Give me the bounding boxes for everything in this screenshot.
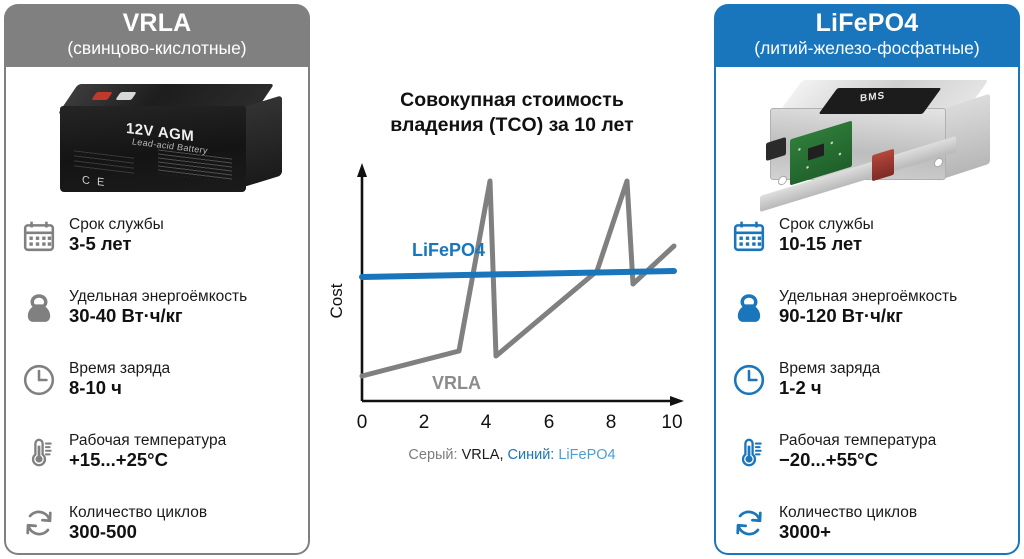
thermometer-icon xyxy=(730,432,768,470)
spec-value: 1-2 ч xyxy=(779,377,822,399)
spec-row-cycle-count: Количество циклов 300-500 xyxy=(20,504,298,543)
spec-value: 3000+ xyxy=(779,521,831,543)
spec-value: 3-5 лет xyxy=(69,233,132,255)
lifepo4-subtitle: (литий-железо-фосфатные) xyxy=(754,38,980,58)
x-tick-0: 0 xyxy=(357,412,368,433)
spec-label: Время заряда xyxy=(779,360,881,377)
lifepo4-spec-list: Срок службы 10-15 лет Удельная энергоёмк… xyxy=(724,206,1010,549)
spec-value: 300-500 xyxy=(69,521,137,543)
kettlebell-icon xyxy=(730,289,768,327)
clock-icon xyxy=(20,361,58,399)
x-tick-6: 6 xyxy=(544,412,555,433)
chart-legend-caption: Серый: VRLA, Синий: LiFePO4 xyxy=(408,447,615,463)
clock-icon xyxy=(730,361,768,399)
spec-row-cycle-count: Количество циклов 3000+ xyxy=(730,504,1008,543)
spec-label: Срок службы xyxy=(69,216,164,234)
spec-label: Срок службы xyxy=(779,216,874,234)
spec-row-operating-temperature: Рабочая температура +15...+25°C xyxy=(20,432,298,471)
spec-row-service-life: Срок службы 3-5 лет xyxy=(20,216,298,255)
lifepo4-panel-body: BMS xyxy=(716,67,1018,553)
spec-row-operating-temperature: Рабочая температура −20...+55°C xyxy=(730,432,1008,471)
spec-label: Количество циклов xyxy=(69,503,208,521)
spec-label: Удельная энергоёмкость xyxy=(69,288,248,306)
spec-value: 90-120 Вт·ч/кг xyxy=(779,305,903,327)
lifepo4-panel: LiFePO4 (литий-железо-фосфатные) BMS xyxy=(714,4,1020,555)
legend-blue-name: LiFePO4 xyxy=(554,447,616,464)
y-axis-arrow xyxy=(357,163,367,178)
chart-title: Совокупная стоимость владения (TCO) за 1… xyxy=(390,88,633,137)
vrla-panel: VRLA (свинцово-кислотные) 12V AGM Lead-a… xyxy=(4,4,310,555)
thermometer-icon xyxy=(20,432,58,470)
x-tick-2: 2 xyxy=(419,412,430,433)
calendar-icon xyxy=(730,217,768,255)
spec-value: −20...+55°C xyxy=(779,449,878,471)
series-label-lifepo4: LiFePO4 xyxy=(412,240,485,260)
spec-label: Время заряда xyxy=(69,360,171,377)
vrla-spec-list: Срок службы 3-5 лет Удельная энергоёмкос… xyxy=(14,206,300,549)
y-axis-label: Cost xyxy=(327,283,346,318)
lifepo4-bms-photo: BMS xyxy=(724,74,1010,213)
spec-value: 30-40 Вт·ч/кг xyxy=(69,305,183,327)
legend-blue-word: Синий: xyxy=(507,447,555,464)
x-axis-arrow xyxy=(670,396,684,407)
chart-section: Совокупная стоимость владения (TCO) за 1… xyxy=(316,0,708,559)
legend-grey-word: Серый: xyxy=(408,447,458,464)
calendar-icon xyxy=(20,217,58,255)
bms-mount-hole xyxy=(778,174,787,187)
chart-title-line-1: Совокупная стоимость xyxy=(400,89,624,111)
chart-title-line-2: владения (TCO) за 10 лет xyxy=(390,113,634,136)
cycle-icon xyxy=(730,504,768,542)
spec-value: 8-10 ч xyxy=(69,377,122,399)
spec-label: Рабочая температура xyxy=(69,431,227,449)
x-tick-8: 8 xyxy=(606,412,617,433)
tco-chart: Cost LiFePO4 VRLA 0 2 4 6 8 10 xyxy=(322,151,702,441)
spec-value: 10-15 лет xyxy=(779,233,863,255)
spec-row-charge-time: Время заряда 1-2 ч xyxy=(730,360,1008,399)
lifepo4-title: LiFePO4 xyxy=(815,9,919,37)
chart-axes xyxy=(360,173,674,403)
legend-grey-name: VRLA, xyxy=(457,447,508,464)
series-label-vrla: VRLA xyxy=(432,373,481,393)
spec-row-energy-density: Удельная энергоёмкость 30-40 Вт·ч/кг xyxy=(20,288,298,327)
spec-row-service-life: Срок службы 10-15 лет xyxy=(730,216,1008,255)
spec-row-charge-time: Время заряда 8-10 ч xyxy=(20,360,298,399)
vrla-panel-header: VRLA (свинцово-кислотные) xyxy=(4,4,310,67)
series-lifepo4-line xyxy=(359,268,677,281)
lifepo4-panel-header: LiFePO4 (литий-железо-фосфатные) xyxy=(714,4,1020,67)
vrla-title: VRLA xyxy=(122,9,192,37)
vrla-battery-photo: 12V AGM Lead-acid Battery CE xyxy=(14,74,300,206)
x-tick-10: 10 xyxy=(661,412,682,433)
spec-label: Удельная энергоёмкость xyxy=(779,288,958,306)
cycle-icon xyxy=(20,504,58,542)
vrla-panel-body: 12V AGM Lead-acid Battery CE xyxy=(6,67,308,553)
tco-chart-svg: Cost LiFePO4 VRLA 0 2 4 6 8 10 xyxy=(327,163,684,433)
spec-label: Рабочая температура xyxy=(779,431,937,449)
spec-label: Количество циклов xyxy=(779,503,918,521)
x-tick-labels: 0 2 4 6 8 10 xyxy=(357,412,683,433)
spec-row-energy-density: Удельная энергоёмкость 90-120 Вт·ч/кг xyxy=(730,288,1008,327)
kettlebell-icon xyxy=(20,289,58,327)
series-vrla-line xyxy=(359,178,677,379)
x-tick-4: 4 xyxy=(481,412,492,433)
vrla-subtitle: (свинцово-кислотные) xyxy=(67,38,247,58)
spec-value: +15...+25°C xyxy=(69,449,168,471)
